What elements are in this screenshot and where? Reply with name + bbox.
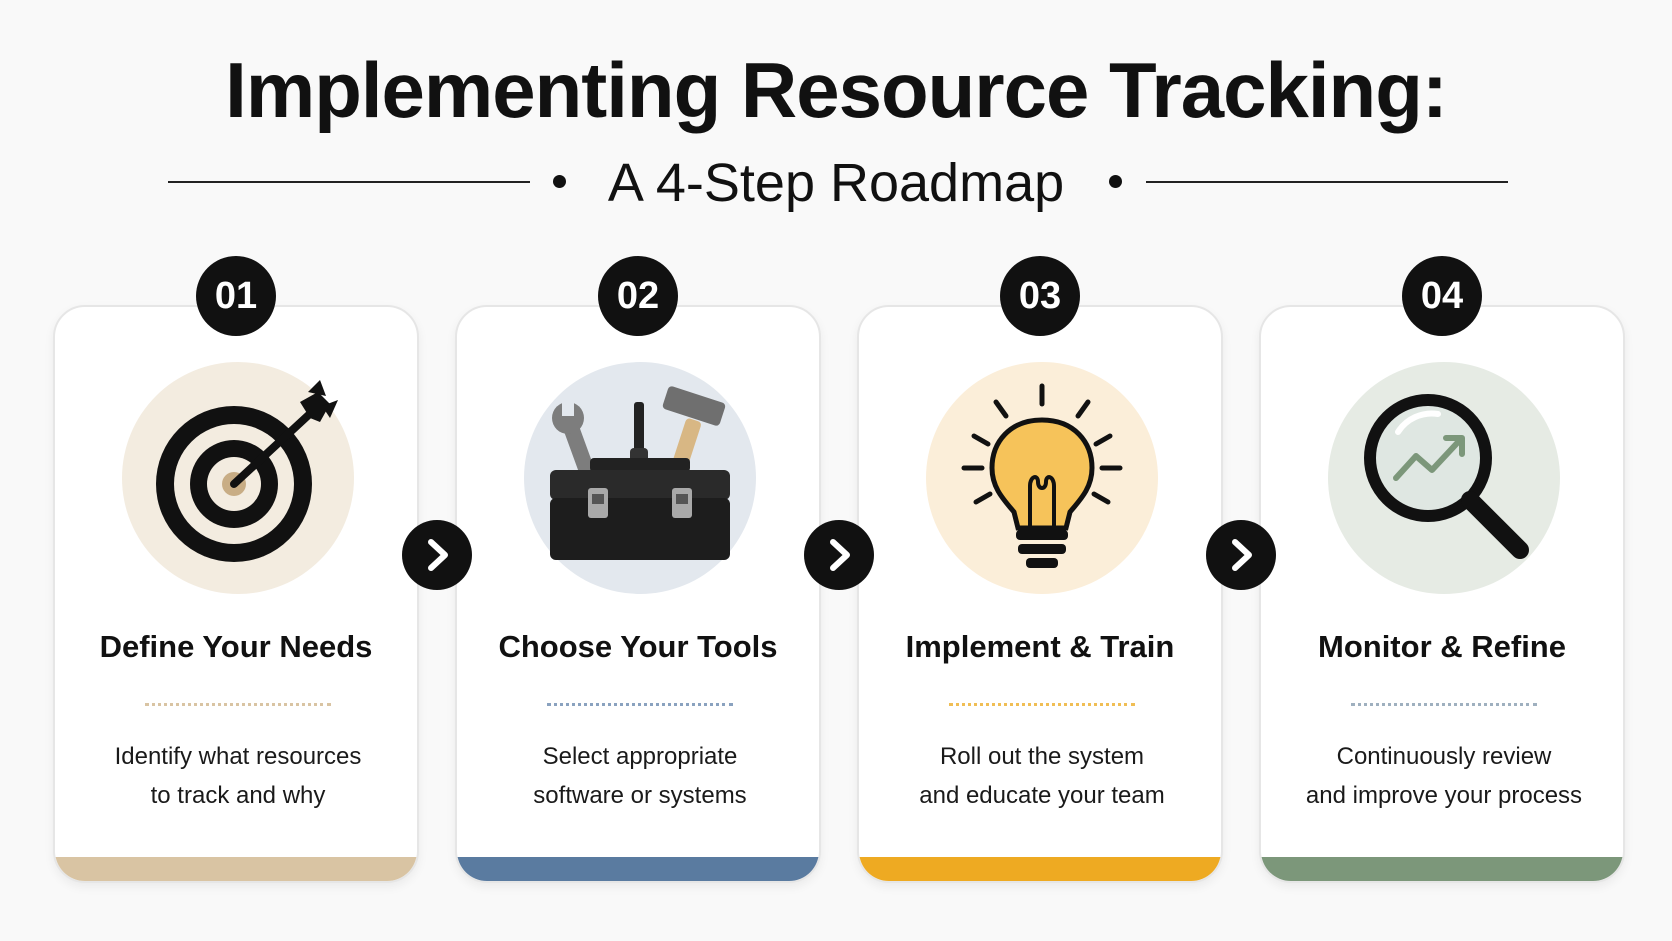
step-title: Implement & Train	[905, 629, 1175, 664]
step-description-line-2: software or systems	[533, 782, 747, 809]
step-icon-circle	[122, 362, 354, 594]
step-description: Roll out the system and educate your tea…	[879, 737, 1205, 815]
step-icon-circle	[524, 362, 756, 594]
next-arrow-icon	[1206, 520, 1276, 590]
step-description: Continuously review and improve your pro…	[1281, 737, 1607, 815]
magnifier-chart-icon	[1364, 394, 1529, 559]
subtitle-dot-right	[1109, 175, 1122, 188]
step-description-line-1: Continuously review	[1336, 743, 1552, 770]
card-accent-bar	[1261, 857, 1623, 881]
card-accent-bar	[55, 857, 417, 881]
step-description-line-2: and improve your process	[1305, 782, 1583, 809]
card-accent-bar	[859, 857, 1221, 881]
step-description-line-1: Identify what resources	[114, 743, 362, 770]
dotted-divider	[949, 703, 1135, 706]
step-card-implement-train: Implement & Train Roll out the system an…	[857, 305, 1223, 883]
subtitle-divider-right	[1146, 181, 1508, 183]
step-description-line-2: and educate your team	[919, 782, 1165, 809]
dotted-divider	[1351, 703, 1537, 706]
step-badge-02: 02	[598, 256, 678, 336]
step-badge-01: 01	[196, 256, 276, 336]
target-arrow-icon	[156, 380, 338, 562]
lightbulb-icon	[961, 383, 1123, 568]
step-icon-circle	[926, 362, 1158, 594]
card-accent-bar	[457, 857, 819, 881]
step-card-define-needs: Define Your Needs Identify what resource…	[53, 305, 419, 883]
step-description-line-1: Select appropriate	[542, 743, 738, 770]
step-description: Select appropriate software or systems	[477, 737, 803, 815]
step-title: Choose Your Tools	[498, 629, 778, 664]
step-card-choose-tools: Choose Your Tools Select appropriate sof…	[455, 305, 821, 883]
step-icon-circle	[1328, 362, 1560, 594]
step-description-line-1: Roll out the system	[939, 743, 1145, 770]
step-card-monitor-refine: Monitor & Refine Continuously review and…	[1259, 305, 1625, 883]
page-subtitle: A 4-Step Roadmap	[607, 153, 1065, 213]
step-title: Monitor & Refine	[1318, 629, 1566, 664]
dotted-divider	[145, 703, 331, 706]
step-badge-03: 03	[1000, 256, 1080, 336]
next-arrow-icon	[804, 520, 874, 590]
dotted-divider	[547, 703, 733, 706]
subtitle-dot-left	[553, 175, 566, 188]
toolbox-icon	[550, 386, 730, 560]
next-arrow-icon	[402, 520, 472, 590]
step-badge-04: 04	[1402, 256, 1482, 336]
subtitle-divider-left	[168, 181, 530, 183]
page-title: Implementing Resource Tracking:	[225, 46, 1448, 134]
subtitle-row: A 4-Step Roadmap	[0, 143, 1672, 223]
step-description: Identify what resources to track and why	[75, 737, 401, 815]
step-description-line-2: to track and why	[150, 782, 326, 809]
step-title: Define Your Needs	[99, 629, 373, 664]
